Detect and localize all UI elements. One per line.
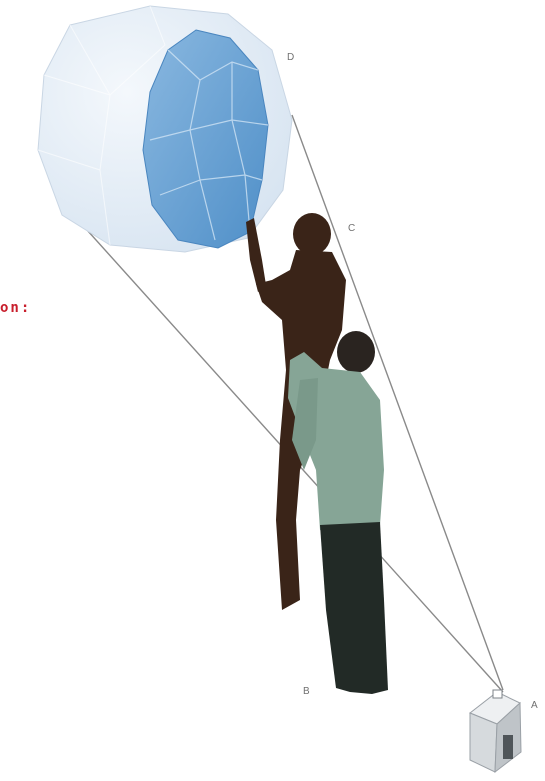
label-c: C xyxy=(348,223,355,234)
figure-front xyxy=(288,331,388,694)
figure-back-head xyxy=(293,213,331,255)
projector-vent xyxy=(503,735,513,759)
globe xyxy=(38,6,292,252)
figure-front-pants xyxy=(320,522,388,694)
projector-box xyxy=(470,690,521,772)
label-d: D xyxy=(287,52,294,63)
label-b: B xyxy=(303,686,310,697)
projector-lens xyxy=(493,690,502,698)
figure-back-raised-arm xyxy=(246,218,266,292)
projector-left-face xyxy=(470,713,497,772)
figure-front-head xyxy=(337,331,375,373)
label-a: A xyxy=(531,700,538,711)
